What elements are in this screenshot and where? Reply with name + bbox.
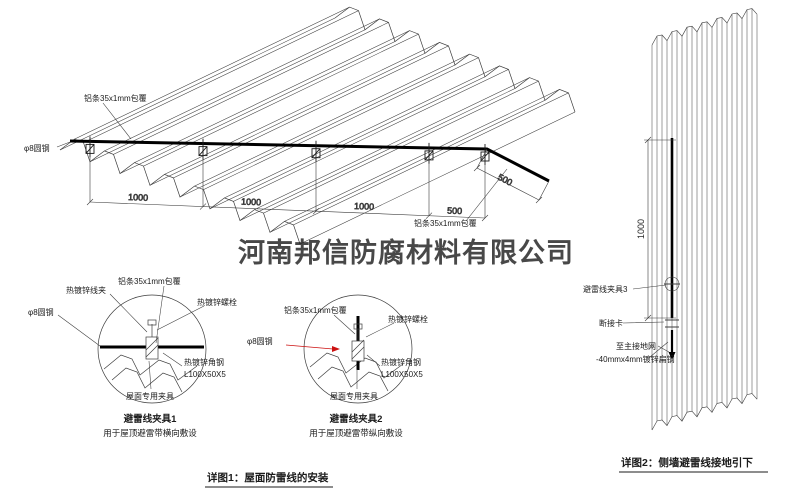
detail-2-leaders xyxy=(333,314,395,389)
label-d2-bolt: 热镀锌螺栓 xyxy=(388,314,428,324)
leader-strip-top xyxy=(102,102,132,140)
label-round-steel-main: φ8圆钢 xyxy=(24,143,50,153)
detail-1-leaders xyxy=(57,285,205,390)
label-aluminum-strip-right: 铝条35x1mm包覆 xyxy=(414,218,477,228)
wall-bottom-profile xyxy=(651,393,758,431)
detail-1-subtitle: 用于屋顶避雷带横向敷设 xyxy=(103,428,197,438)
wall-leaders xyxy=(622,284,670,358)
dim-1000-3: 1000 xyxy=(354,201,374,212)
leader-strip-right xyxy=(465,168,508,222)
roof-ridge-lines xyxy=(59,6,576,245)
detail-2-clamp-drawing xyxy=(285,294,413,404)
caption-detail-1: 详图1：屋面防雷线的安装 xyxy=(207,471,329,484)
label-d2-angle: 热镀锌角钢 xyxy=(381,357,421,367)
dim-1000-1: 1000 xyxy=(128,192,148,203)
detail-1-title: 避雷线夹具1 xyxy=(124,413,178,425)
label-d1-roof-fixture: 屋面专用夹具 xyxy=(126,391,174,401)
label-d1-bolt: 热镀锌螺栓 xyxy=(197,297,237,307)
wall-corrugation-lines xyxy=(651,8,758,430)
roof-side-dimension xyxy=(473,148,550,204)
roof-isometric-drawing: 1000 1000 1000 500 500 xyxy=(56,6,576,245)
wall-dimension-lines xyxy=(644,136,676,322)
roof-front-profile xyxy=(59,138,301,245)
label-d1-round-steel: φ8圆钢 xyxy=(28,307,54,317)
detail-2-roof-profile xyxy=(309,352,404,392)
detail-1-nut xyxy=(147,319,157,326)
disconnect-symbol xyxy=(665,319,679,328)
dim-500: 500 xyxy=(447,206,462,217)
detail-2-clamp-hatch xyxy=(351,339,365,360)
wire-clamp xyxy=(480,143,490,166)
label-d2-round-steel: φ8圆钢 xyxy=(247,336,273,346)
wall-dim-1000: 1000 xyxy=(636,219,646,239)
detail-2-red-arrow xyxy=(332,346,340,352)
label-wall-clamp3: 避雷线夹具3 xyxy=(583,284,628,294)
detail-2-circle xyxy=(303,294,413,404)
label-d2-angle-spec: L100X50X5 xyxy=(381,370,423,379)
label-d2-roof-fixture: 屋面专用夹具 xyxy=(330,391,378,401)
detail-2-subtitle: 用于屋顶避雷带纵向敷设 xyxy=(309,428,403,438)
detail-2-title: 避雷线夹具2 xyxy=(330,413,383,425)
label-disconnect: 断接卡 xyxy=(599,318,623,328)
wall-drawing xyxy=(622,8,758,431)
label-d1-strip: 铝条35x1mm包覆 xyxy=(118,276,181,286)
label-d1-angle-spec: L100X50X5 xyxy=(184,370,226,379)
dim-1000-2: 1000 xyxy=(241,197,261,208)
leader-round-steel xyxy=(56,141,71,148)
label-aluminum-strip-top: 铝条35x1mm包覆 xyxy=(84,93,147,103)
detail-2-clamp-body xyxy=(351,340,365,362)
ground-arrow xyxy=(668,352,676,360)
detail-2-red-leader xyxy=(285,344,334,350)
wire-clamp xyxy=(311,140,321,163)
label-d1-clamp: 热镀锌线夹 xyxy=(66,285,106,295)
wall-top-profile xyxy=(651,8,758,46)
detail-1-clamp-hatch xyxy=(145,337,159,358)
label-to-ground: 至主接地网 xyxy=(616,341,656,351)
caption-detail-2: 详图2：侧墙避雷线接地引下 xyxy=(621,456,753,469)
detail-1-clamp-drawing xyxy=(57,285,207,404)
wire-clamp xyxy=(198,138,208,161)
label-flat-steel: -40mmx4mm镀锌扁钢 xyxy=(596,354,675,364)
detail-1-circle xyxy=(97,294,207,404)
detail-2-nut xyxy=(353,323,363,330)
label-d1-angle: 热镀锌角钢 xyxy=(184,357,224,367)
company-watermark: 河南邦信防腐材料有限公司 xyxy=(238,238,574,268)
roof-dimension-chain xyxy=(86,157,489,222)
label-d2-strip: 铝条35x1mm包覆 xyxy=(284,305,347,315)
